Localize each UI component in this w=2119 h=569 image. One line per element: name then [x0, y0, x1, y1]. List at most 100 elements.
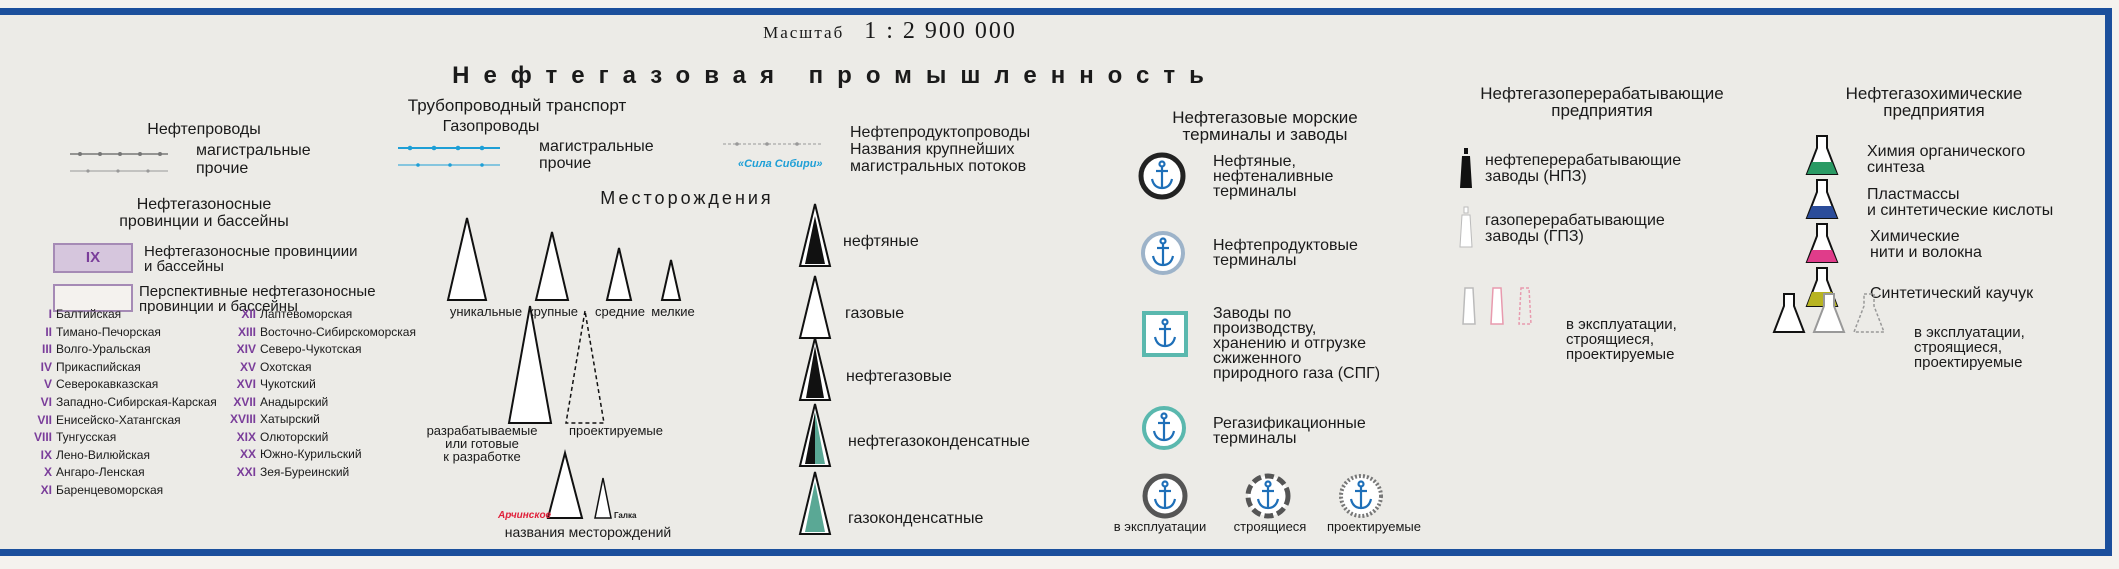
- status-building-label: строящиеся: [1233, 519, 1307, 534]
- oil-other-label: прочие: [196, 160, 249, 177]
- province-box-prospective: [53, 284, 133, 312]
- oil-terminals-label-2: нефтеналивные: [1213, 168, 1334, 185]
- province-name: Охотская: [260, 359, 312, 374]
- gas-main-label: магистральные: [539, 138, 654, 155]
- province-number: XVII: [233, 394, 256, 409]
- chemical-status-1: в эксплуатации,: [1914, 324, 2025, 341]
- lng-label-3: хранению и отгрузке: [1213, 335, 1366, 352]
- pipelines-header: Трубопроводный транспорт: [407, 96, 627, 115]
- province-name: Зея-Буреинский: [260, 464, 350, 479]
- scale-value: 1 : 2 900 000: [864, 18, 1017, 44]
- province-number: X: [43, 465, 52, 480]
- refinery-status-1: в эксплуатации,: [1566, 316, 1677, 333]
- province-name: Хатырский: [260, 412, 320, 426]
- developed-label-2: или готовые: [445, 436, 519, 451]
- refinery-status-3: проектируемые: [1566, 346, 1675, 363]
- field-status-symbols: [507, 305, 605, 424]
- province-name: Прикаспийская: [56, 359, 141, 374]
- province-name: Волго-Уральская: [56, 342, 151, 357]
- province-box-existing: IX: [53, 243, 133, 273]
- refinery-status-icons: [1462, 287, 1532, 325]
- province-number: V: [43, 377, 52, 392]
- lng-label-4: сжиженного: [1213, 350, 1302, 367]
- province-number: XIV: [236, 342, 256, 356]
- province-name: Северокавказская: [56, 377, 159, 392]
- province-name: Западно-Сибирская-Карская: [56, 395, 217, 409]
- planned-label: проектируемые: [569, 423, 663, 438]
- province-item: III Волго-Уральская: [18, 342, 151, 356]
- province-name: Анадырский: [260, 394, 329, 409]
- legend-frame: [0, 8, 2112, 556]
- chemical-title-2: предприятия: [1883, 101, 1985, 120]
- province-number: III: [41, 342, 52, 357]
- chemical-flask-icons: [1805, 135, 1839, 307]
- field-name-example-small: Галка: [614, 511, 637, 520]
- province-number: XXI: [236, 464, 256, 479]
- prospective-provinces-label-1: Перспективные нефтегазоносные: [139, 283, 376, 300]
- oil-main-label: магистральные: [196, 142, 311, 159]
- product-pipelines-title: Нефтепродуктопроводы: [850, 124, 1031, 141]
- gas-pipeline-symbols: [398, 145, 500, 167]
- province-name: Чукотский: [260, 377, 316, 391]
- province-name: Северо-Чукотская: [260, 342, 362, 356]
- status-operating-label: в эксплуатации: [1113, 519, 1207, 534]
- size-large: крупные: [527, 304, 579, 319]
- oil-terminals-label-1: Нефтяные,: [1213, 153, 1296, 170]
- organic-label-2: синтеза: [1867, 159, 1925, 176]
- lng-label-1: Заводы по: [1213, 305, 1292, 322]
- province-number: VII: [37, 412, 52, 427]
- regas-label-1: Регазификационные: [1213, 415, 1366, 432]
- flows-caption-2: магистральных потоков: [850, 158, 1027, 175]
- refinery-icon: [1460, 148, 1472, 188]
- status-planned-anchor-icon: [1339, 474, 1383, 518]
- province-name: Баренцевоморская: [56, 483, 164, 497]
- chemical-title-1: Нефтегазохимические: [1845, 84, 2023, 103]
- province-number: XX: [239, 447, 256, 461]
- refinery-status-2: строящиеся,: [1566, 331, 1655, 348]
- field-type-symbols: [798, 203, 832, 535]
- plastics-label-2: и синтетические кислоты: [1867, 202, 2054, 219]
- chemical-status-icons: [1772, 293, 1886, 333]
- province-name: Олюторский: [260, 429, 329, 444]
- refining-title-2: предприятия: [1551, 101, 1653, 120]
- status-planned-label: проектируемые: [1327, 519, 1421, 534]
- products-terminal-anchor-icon: [1141, 231, 1185, 275]
- size-small: мелкие: [651, 304, 695, 319]
- scale-label: Масштаб: [763, 23, 845, 42]
- rubber-label: Синтетический каучук: [1870, 285, 2034, 302]
- existing-provinces-label-2: и бассейны: [144, 258, 224, 275]
- flows-caption-1: Названия крупнейших: [850, 141, 1015, 158]
- refining-title-1: Нефтегазоперерабатывающие: [1480, 84, 1724, 103]
- oil-pipeline-symbols: [70, 152, 168, 173]
- field-type-gas-condensate: газоконденсатные: [848, 510, 984, 527]
- province-item: XVI Чукотский: [222, 377, 316, 391]
- lng-plant-anchor-icon: [1142, 311, 1188, 357]
- developed-label-1: разрабатываемые: [426, 423, 538, 438]
- field-type-oil-gas: нефтегазовые: [846, 368, 952, 385]
- refinery-label-2: заводы (НПЗ): [1485, 168, 1587, 185]
- province-name: Балтийская: [56, 307, 122, 321]
- province-number: XVI: [236, 377, 256, 391]
- province-name: Енисейско-Хатангская: [56, 412, 181, 427]
- province-number: XII: [241, 307, 256, 321]
- province-item: VI Западно-Сибирская-Карская: [18, 395, 217, 409]
- gas-plant-icon: [1459, 206, 1473, 248]
- province-number: VI: [40, 395, 52, 409]
- prospective-provinces-label-2: провинции и бассейны: [139, 298, 298, 315]
- products-terminals-label-2: терминалы: [1213, 252, 1297, 269]
- oil-pipelines-title: Нефтепроводы: [147, 121, 261, 138]
- gas-other-label: прочие: [539, 155, 592, 172]
- province-item: XX Южно-Курильский: [222, 447, 362, 461]
- field-name-symbols: [546, 449, 612, 519]
- province-name: Южно-Курильский: [260, 447, 362, 461]
- terminals-title-2: терминалы и заводы: [1182, 125, 1348, 144]
